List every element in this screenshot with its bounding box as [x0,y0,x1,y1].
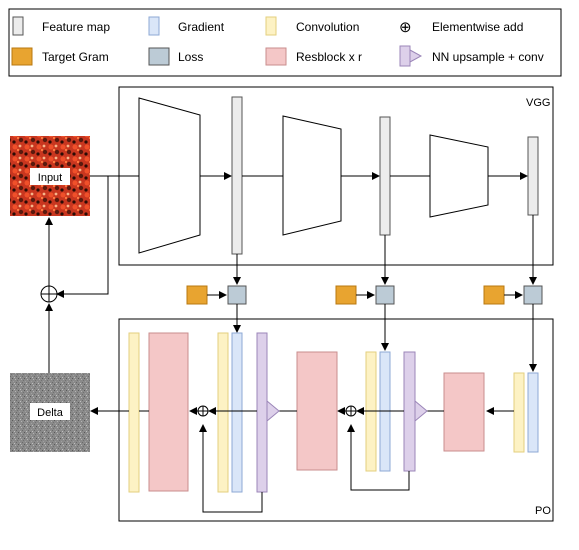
po-block: PO [90,318,554,522]
legend-feature-map-label: Feature map [42,20,110,34]
delta-image: Delta [10,373,90,452]
input-feedback-line [56,175,109,298]
legend-loss-label: Loss [178,50,203,64]
po-skip-connection-1 [199,424,263,513]
vgg-conv-stage-2 [282,115,342,236]
loss-box-2 [375,285,395,305]
legend-convolution-swatch [265,16,277,36]
loss-box-1 [227,285,247,305]
po-gradient-3 [527,372,539,453]
po-upsample-1 [256,332,268,493]
po-gradient-1 [231,332,243,493]
po-upsample-2 [403,351,416,472]
vgg-label: VGG [526,97,550,109]
legend-loss-swatch [148,47,170,66]
loss-row [186,285,543,372]
legend-gradient-label: Gradient [178,20,225,34]
po-upsample-1-triangle [266,400,280,422]
po-convolution-3 [513,372,525,453]
po-resblock-3 [443,372,485,452]
po-label: PO [535,505,551,517]
input-label: Input [38,172,62,184]
legend-convolution-label: Convolution [296,20,359,34]
delta-label-bg [30,403,70,420]
legend-nn-upsample-label: NN upsample + conv [432,50,544,64]
vgg-feature-map-3 [527,136,539,216]
vgg-block: VGG [90,86,554,285]
po-upsample-2-triangle [414,400,428,422]
vgg-conv-stage-3 [429,134,489,218]
legend-add-symbol-icon: ⊕ [399,19,412,36]
legend-gradient-swatch [148,16,160,36]
input-image: Input [10,136,90,216]
vgg-conv-stage-1 [138,97,201,254]
po-convolution-0 [128,332,140,493]
legend-target-gram-swatch [11,47,33,66]
vgg-feature-map-2 [379,116,391,236]
loss-box-3 [523,285,543,305]
legend-elementwise-add-label: Elementwise add [432,20,523,34]
delta-label: Delta [37,407,64,419]
vgg-feature-map-1 [231,96,243,255]
legend: Feature map Gradient Convolution ⊕ Eleme… [8,8,562,77]
legend-resblock-swatch [265,47,287,66]
target-gram-2 [335,285,357,305]
po-skip-connection-2 [347,424,410,491]
legend-target-gram-label: Target Gram [42,50,109,64]
po-resblock-2 [296,351,338,471]
po-resblock-1 [148,332,189,492]
legend-upsample-triangle-icon [409,49,423,63]
legend-feature-map-swatch [12,16,24,36]
legend-nn-upsample-swatch [399,45,411,67]
target-gram-3 [483,285,505,305]
target-gram-1 [186,285,208,305]
po-convolution-1 [217,332,229,493]
legend-resblock-label: Resblock x r [296,50,362,64]
input-label-bg [30,168,70,185]
po-frame [118,318,554,522]
